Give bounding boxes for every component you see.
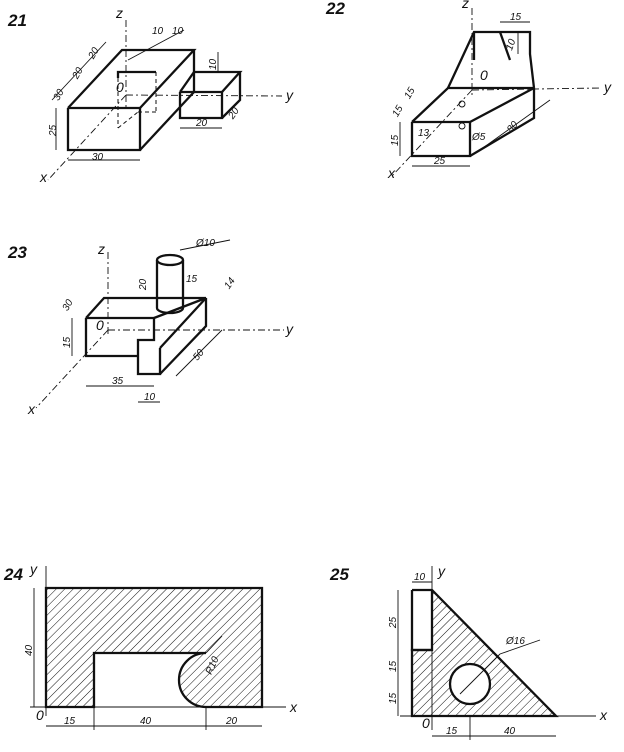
dim-label: 10 <box>172 26 184 37</box>
axis-label-z: z <box>461 0 469 11</box>
figure-21: 21 z y x 0 30 <box>7 5 294 185</box>
dim-label: 15 <box>390 134 401 146</box>
dim-label: 35 <box>112 376 124 387</box>
figure-number: 21 <box>7 11 27 30</box>
figure-number: 24 <box>3 565 23 584</box>
dim-label: 20 <box>226 106 242 123</box>
dim-label: 13 <box>418 128 430 139</box>
axis-label-y: y <box>29 561 38 577</box>
dim-label: 20 <box>225 716 238 727</box>
dimensions: 10 25 15 15 Ø16 15 40 <box>388 572 556 740</box>
axis-label-x: x <box>387 165 396 181</box>
figure-number: 22 <box>325 0 345 18</box>
x-axis <box>47 94 127 181</box>
block-outline <box>84 253 208 376</box>
dim-label: 50 <box>191 347 207 363</box>
dim-label: 40 <box>504 726 516 737</box>
dim-label: 20 <box>86 45 102 61</box>
dim-label: 25 <box>48 124 59 137</box>
dim-label: 20 <box>70 65 86 81</box>
figure-22: 22 z y x 0 15 10 15 15 15 13 Ø5 <box>325 0 612 181</box>
axis-label-x: x <box>27 401 36 417</box>
dim-label: 10 <box>504 37 518 52</box>
dim-label: 30 <box>52 87 67 103</box>
dim-label: 15 <box>388 660 399 672</box>
axis-label-y: y <box>437 563 446 579</box>
dim-label: Ø5 <box>471 132 486 143</box>
dim-label: 30 <box>61 297 76 313</box>
dim-label: 15 <box>186 274 198 285</box>
origin-label: 0 <box>116 79 124 95</box>
y-axis <box>471 87 601 91</box>
dim-label: 40 <box>140 716 152 727</box>
dim-label: 15 <box>391 103 406 119</box>
dim-label: 15 <box>403 85 418 101</box>
dim-label: 30 <box>92 152 104 163</box>
block-outline <box>66 48 197 152</box>
axis-label-x: x <box>39 169 48 185</box>
dimensions: 30 25 30 20 20 10 10 10 20 20 <box>48 26 242 163</box>
dim-label: 40 <box>24 644 35 656</box>
origin-label: 0 <box>36 707 44 723</box>
figure-23: 23 z y x 0 Ø10 20 15 14 30 15 <box>7 238 294 417</box>
axis-label-x: x <box>289 699 298 715</box>
x-axis <box>35 329 109 409</box>
dim-label: 14 <box>222 276 238 292</box>
figure-24: 24 y x 0 40 R10 15 40 20 <box>3 561 298 730</box>
dim-label: Ø16 <box>505 636 525 647</box>
dimensions: 15 10 15 15 15 13 Ø5 80 25 <box>390 12 551 167</box>
dim-label: 25 <box>433 156 446 167</box>
dim-label: 10 <box>144 392 156 403</box>
dim-label: Ø10 <box>195 238 215 249</box>
origin-label: 0 <box>480 67 488 83</box>
dimensions: Ø10 20 15 14 30 15 35 50 10 <box>61 238 239 403</box>
dim-label: 10 <box>152 26 164 37</box>
dim-label: 15 <box>62 336 73 348</box>
axis-label-y: y <box>285 321 294 337</box>
figure-number: 25 <box>329 565 349 584</box>
dim-label: 15 <box>510 12 522 23</box>
block-outline <box>410 30 536 158</box>
axis-label-x: x <box>599 707 608 723</box>
dim-label: 15 <box>64 716 76 727</box>
axis-label-y: y <box>285 87 294 103</box>
figure-25: 25 y x 0 10 25 15 15 Ø16 15 40 <box>329 563 608 740</box>
dimensions: 40 R10 15 40 20 <box>24 588 262 730</box>
dim-label: 10 <box>208 58 219 70</box>
dim-label: 15 <box>446 726 458 737</box>
origin-label: 0 <box>422 715 430 731</box>
dim-label: 20 <box>138 278 149 291</box>
small-block <box>178 70 243 120</box>
figure-number: 23 <box>7 243 27 262</box>
y-axis <box>125 94 283 97</box>
axis-label-z: z <box>97 241 105 257</box>
origin-label: 0 <box>96 317 104 333</box>
dim-label: 15 <box>388 692 399 704</box>
axis-label-y: y <box>603 79 612 95</box>
hatched-plate <box>44 586 264 709</box>
axis-label-z: z <box>115 5 123 21</box>
dim-label: 10 <box>414 572 426 583</box>
dim-label: 25 <box>388 616 399 629</box>
dim-label: 20 <box>195 118 208 129</box>
